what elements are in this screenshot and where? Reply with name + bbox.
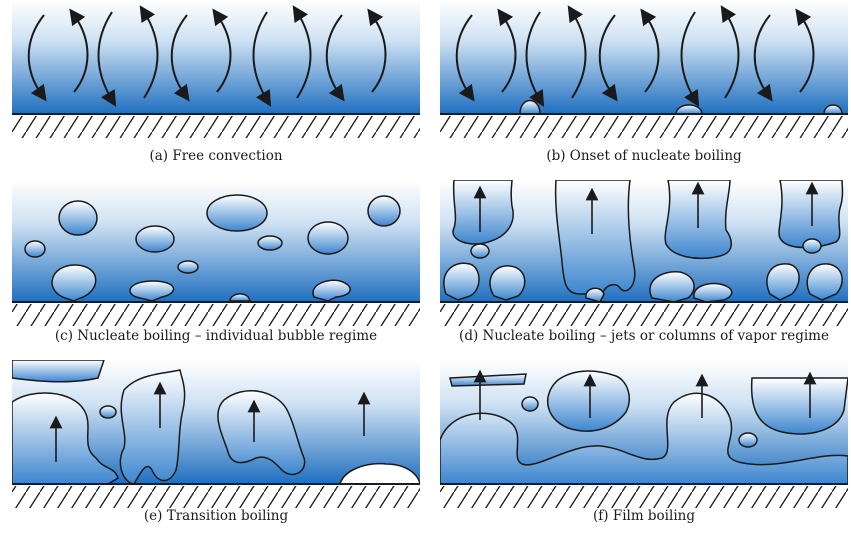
panel-individual-bubble-regime: (c) Nucleate boiling – individual bubble…	[12, 180, 420, 352]
bubble	[471, 244, 489, 258]
vapor-column	[120, 370, 184, 484]
caption-vapor-columns-regime: (d) Nucleate boiling – jets or columns o…	[430, 328, 851, 344]
bubble	[368, 196, 400, 226]
bubble	[59, 201, 97, 235]
caption-individual-bubble-regime: (c) Nucleate boiling – individual bubble…	[12, 328, 420, 344]
bubble	[25, 241, 45, 257]
wall-hatching	[440, 116, 848, 138]
caption-free-convection: (a) Free convection	[12, 148, 420, 164]
bubble	[308, 222, 348, 254]
panel-free-convection: (a) Free convection	[12, 0, 420, 172]
free-convection-diagram	[12, 0, 420, 148]
wall-hatching	[12, 486, 420, 508]
bubble	[178, 261, 198, 273]
bubble	[522, 397, 538, 411]
vapor-patch	[12, 360, 104, 382]
bubble	[136, 226, 174, 252]
bubble	[739, 433, 757, 447]
vapor-column	[779, 180, 842, 248]
bubble	[258, 236, 282, 250]
vapor-column	[453, 180, 513, 244]
panel-vapor-columns-regime: (d) Nucleate boiling – jets or columns o…	[440, 180, 848, 352]
panel-onset-nucleate-boiling: (b) Onset of nucleate boiling	[440, 0, 848, 172]
caption-transition-boiling: (e) Transition boiling	[12, 508, 420, 524]
film-boiling-diagram	[440, 360, 848, 508]
caption-film-boiling: (f) Film boiling	[440, 508, 848, 524]
vapor-columns-diagram	[440, 180, 848, 328]
caption-onset-nucleate-boiling: (b) Onset of nucleate boiling	[440, 148, 848, 164]
wall-hatching	[440, 304, 848, 326]
wall-hatching	[12, 116, 420, 138]
transition-boiling-diagram	[12, 360, 420, 508]
wall-hatching	[440, 486, 848, 508]
bubble	[207, 195, 267, 231]
wall-hatching	[12, 304, 420, 326]
liquid-layer	[440, 0, 848, 114]
panel-transition-boiling: (e) Transition boiling	[12, 360, 420, 532]
bubble	[803, 239, 821, 253]
bubble	[694, 284, 732, 302]
individual-bubble-diagram	[12, 180, 420, 328]
panel-film-boiling: (f) Film boiling	[440, 360, 848, 532]
vapor-column	[556, 180, 635, 294]
bubble	[490, 266, 525, 300]
liquid-layer	[12, 0, 420, 114]
bubble	[100, 406, 116, 418]
onset-nucleate-diagram	[440, 0, 848, 148]
